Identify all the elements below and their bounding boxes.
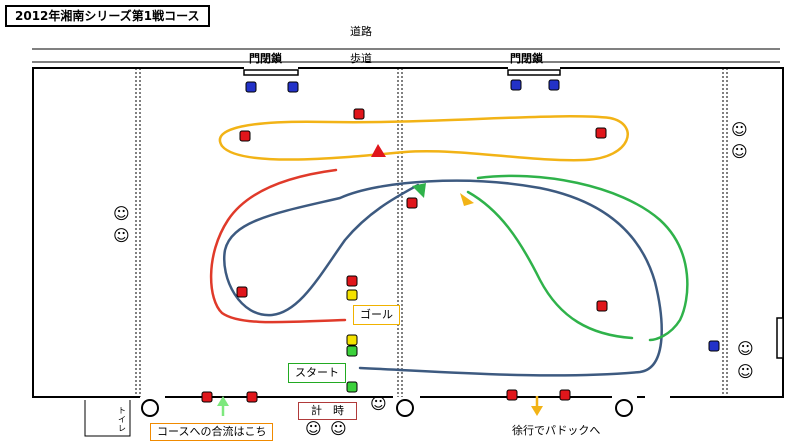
red-cone-icon xyxy=(353,108,365,120)
smiley-face-icon: ☺ xyxy=(731,142,748,161)
course-line-red xyxy=(209,168,347,324)
merge-label: コースへの合流はこち xyxy=(150,423,274,441)
gate-closed-label-left: 門閉鎖 xyxy=(249,52,282,65)
blue-cone-icon xyxy=(708,340,720,352)
red-cone-icon xyxy=(596,300,608,312)
tire-icon xyxy=(615,399,633,417)
road-label: 道路 xyxy=(350,25,372,38)
blue-cone-icon xyxy=(287,81,299,93)
sidewalk-label: 歩道 xyxy=(350,52,372,65)
direction-arrow-yellow xyxy=(460,193,474,206)
smiley-face-icon: ☺ xyxy=(330,419,347,438)
cones xyxy=(201,79,720,403)
tire-icon xyxy=(396,399,414,417)
red-cone-icon xyxy=(346,275,358,287)
direction-arrow-red xyxy=(371,144,386,157)
smiley-face-icon: ☺ xyxy=(113,204,130,223)
green-cone-icon xyxy=(346,381,358,393)
red-cone-icon xyxy=(506,389,518,401)
course-line-green xyxy=(466,174,689,342)
red-cone-icon xyxy=(406,197,418,209)
lot-boundary-left xyxy=(32,67,244,398)
merge-arrow-icon xyxy=(217,396,229,416)
red-cone-icon xyxy=(246,391,258,403)
smiley-face-icon: ☺ xyxy=(305,419,322,438)
red-cone-icon xyxy=(239,130,251,142)
smiley-face-icon: ☺ xyxy=(731,120,748,139)
blue-cone-icon xyxy=(510,79,522,91)
red-cone-icon xyxy=(595,127,607,139)
green-cone-icon xyxy=(346,345,358,357)
smiley-face-icon: ☺ xyxy=(370,394,387,413)
timing-label: 計 時 xyxy=(298,402,357,420)
start-label: スタート xyxy=(288,363,346,383)
smiley-face-icon: ☺ xyxy=(113,226,130,245)
toilet-label: トイレ xyxy=(118,406,126,433)
goal-label: ゴール xyxy=(353,305,400,325)
red-cone-icon xyxy=(559,389,571,401)
course-line-blue xyxy=(222,179,663,377)
yellow-cone-icon xyxy=(346,289,358,301)
direction-arrow-green xyxy=(412,183,426,198)
tire-icon xyxy=(141,399,159,417)
smiley-face-icon: ☺ xyxy=(737,339,754,358)
parking-dividers xyxy=(135,68,728,397)
smiley-face-icon: ☺ xyxy=(737,362,754,381)
paddock-label: 徐行でパドックへ xyxy=(512,424,601,437)
toilet-box xyxy=(84,400,131,437)
gate-right xyxy=(507,69,561,76)
gate-left xyxy=(243,69,299,76)
red-cone-icon xyxy=(236,286,248,298)
red-cone-icon xyxy=(201,391,213,403)
course-title: 2012年湘南シリーズ第1戦コース xyxy=(5,5,210,27)
yellow-cone-icon xyxy=(346,334,358,346)
blue-cone-icon xyxy=(548,79,560,91)
blue-cone-icon xyxy=(245,81,257,93)
course-line-yellow xyxy=(218,115,629,162)
side-entrance-marker xyxy=(776,317,784,359)
paddock-arrow-icon xyxy=(531,396,543,416)
tire-icons xyxy=(141,399,633,417)
gate-closed-label-right: 門閉鎖 xyxy=(510,52,543,65)
